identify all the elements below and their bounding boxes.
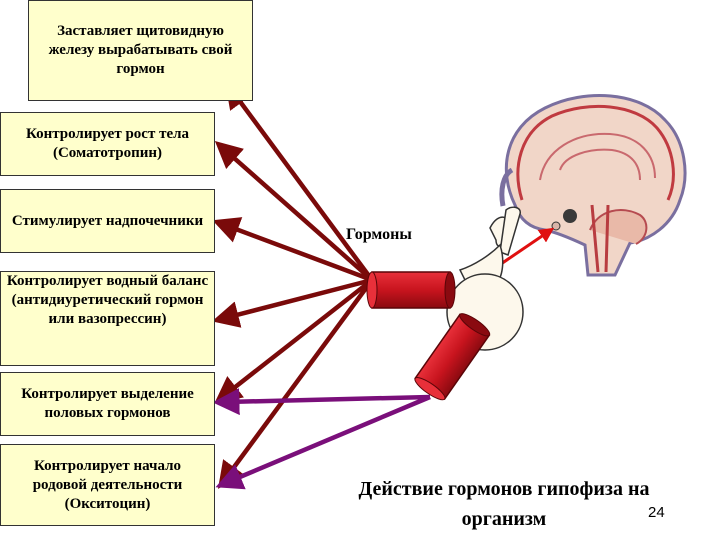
hormones-label: Гормоны — [346, 226, 412, 243]
effect-box-adrenal: Стимулирует надпочечники — [0, 189, 215, 253]
effect-box-sex-hormones: Контролирует выделение половых гормонов — [0, 372, 215, 436]
anterior-lobe-cylinder — [366, 271, 456, 309]
effect-box-labor: Контролирует начало родовой деятельности… — [0, 444, 215, 526]
effect-text: Стимулирует надпочечники — [11, 212, 204, 229]
effect-box-thyroid: Заставляет щитовидную железу вырабатыват… — [28, 0, 253, 101]
effect-text: Контролирует водный баланс (антидиуретич… — [6, 273, 209, 327]
diagram-caption: Действие гормонов гипофиза на организм — [358, 478, 650, 530]
posterior-lobe-cylinder — [414, 313, 491, 401]
brain-icon — [499, 94, 687, 277]
posterior-arrows — [212, 388, 431, 490]
effect-text: Контролирует выделение половых гормонов — [21, 386, 194, 421]
anterior-arrows — [211, 81, 374, 489]
effect-text: Контролирует начало родовой деятельности… — [32, 457, 183, 512]
effect-text: Заставляет щитовидную железу вырабатыват… — [48, 23, 233, 77]
effect-box-water-balance: Контролирует водный баланс (антидиуретич… — [0, 271, 215, 366]
effect-text: Контролирует рост тела (Соматотропин) — [25, 126, 190, 161]
page-number: 24 — [648, 504, 665, 521]
effect-box-growth: Контролирует рост тела (Соматотропин) — [0, 112, 215, 176]
